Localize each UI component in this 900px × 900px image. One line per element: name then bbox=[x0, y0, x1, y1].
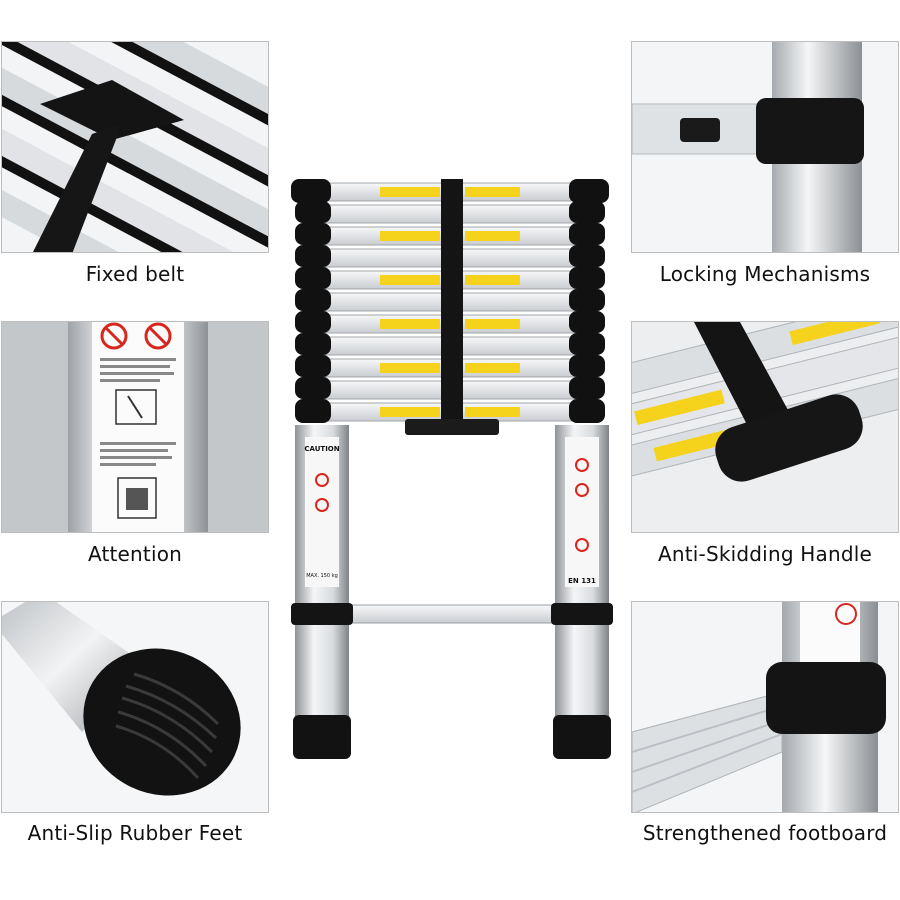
caption-anti-slip-rubber-feet: Anti-Slip Rubber Feet bbox=[27, 821, 243, 845]
caption-locking-mechanisms: Locking Mechanisms bbox=[659, 262, 871, 286]
caption-fixed-belt: Fixed belt bbox=[85, 262, 185, 286]
anti-slip-rubber-feet-image bbox=[1, 601, 269, 813]
locking-mechanisms-image bbox=[631, 41, 899, 253]
attention-image bbox=[1, 321, 269, 533]
standard-label: EN 131 bbox=[568, 577, 596, 585]
max-load-label: MAX. 150 kg bbox=[306, 573, 338, 579]
telescopic-ladder-image: CAUTION EN 131 MAX. 150 kg bbox=[285, 175, 615, 775]
caption-strengthened-footboard: Strengthened footboard bbox=[642, 821, 888, 845]
strengthened-footboard-image bbox=[631, 601, 899, 813]
anti-skidding-handle-image bbox=[631, 321, 899, 533]
caption-attention: Attention bbox=[87, 542, 183, 566]
caution-label: CAUTION bbox=[304, 445, 339, 453]
fixed-belt-image bbox=[1, 41, 269, 253]
caption-anti-skidding-handle: Anti-Skidding Handle bbox=[657, 542, 872, 566]
